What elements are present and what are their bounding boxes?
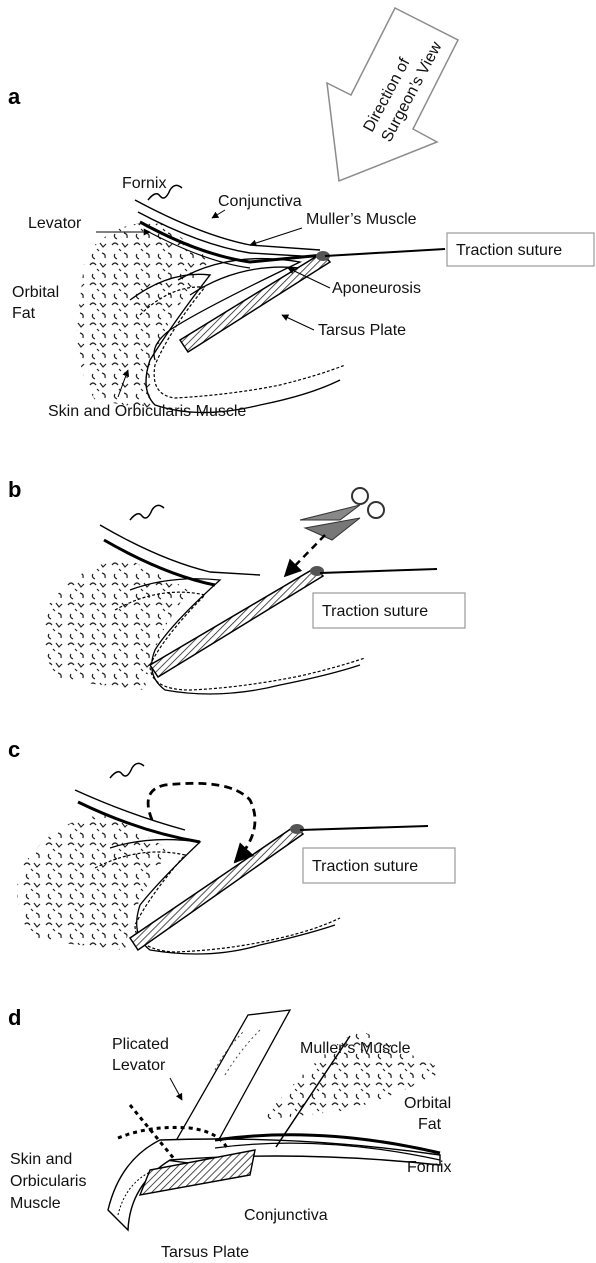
tarsus-label-d: Tarsus Plate [161,1244,249,1261]
traction-suture-line-c [300,826,428,830]
tarsus-label: Tarsus Plate [318,322,406,339]
orbital-fat-label-d-line2: Fat [418,1116,442,1133]
muller-label-d: Muller’s Muscle [300,1040,411,1057]
conjunctiva-label: Conjunctiva [218,193,302,210]
fornix-mark [130,505,164,520]
direction-arrow: Direction of Surgeon’s View [327,8,458,181]
lid-margin [310,566,324,576]
traction-suture-line-b [320,569,437,573]
conjunctiva-label-d: Conjunctiva [244,1207,328,1224]
fornix-label: Fornix [122,175,166,192]
fornix-label-d: Fornix [407,1159,451,1176]
panel-c: c Traction suture [8,737,455,954]
panel-letter-b: b [8,477,21,502]
orbital-fat-label-line1: Orbital [12,284,59,301]
orbital-fat-label-line2: Fat [12,305,36,322]
traction-suture-label-c: Traction suture [312,858,418,875]
orbital-fat-label-d-line1: Orbital [404,1095,451,1112]
skin-label: Skin and Orbicularis Muscle [48,403,246,420]
traction-suture-label-a: Traction suture [456,242,562,259]
panel-letter-c: c [8,737,20,762]
traction-suture-line-a [325,249,445,256]
panel-letter-d: d [8,1005,21,1030]
skin-label-d-line3: Muscle [10,1195,61,1212]
levator-label: Levator [28,215,82,232]
panel-a: a Direction of Surgeon’s View [8,8,594,420]
traction-suture-label-b: Traction suture [322,603,428,620]
plicated-label-line2: Levator [112,1057,166,1074]
fornix-mark [110,763,144,778]
scissors-icon [300,488,384,540]
panel-d: d Plicated Levator Muller’s Muscle Orbit… [8,1005,451,1261]
muller-label: Muller’s Muscle [306,211,417,228]
panel-b: b Traction suture [8,477,465,694]
skin-label-d-line1: Skin and [10,1151,72,1168]
panel-letter-a: a [8,84,21,109]
skin-label-d-line2: Orbicularis [10,1173,86,1190]
plicated-label-line1: Plicated [112,1036,169,1053]
aponeurosis-label: Aponeurosis [332,280,421,297]
